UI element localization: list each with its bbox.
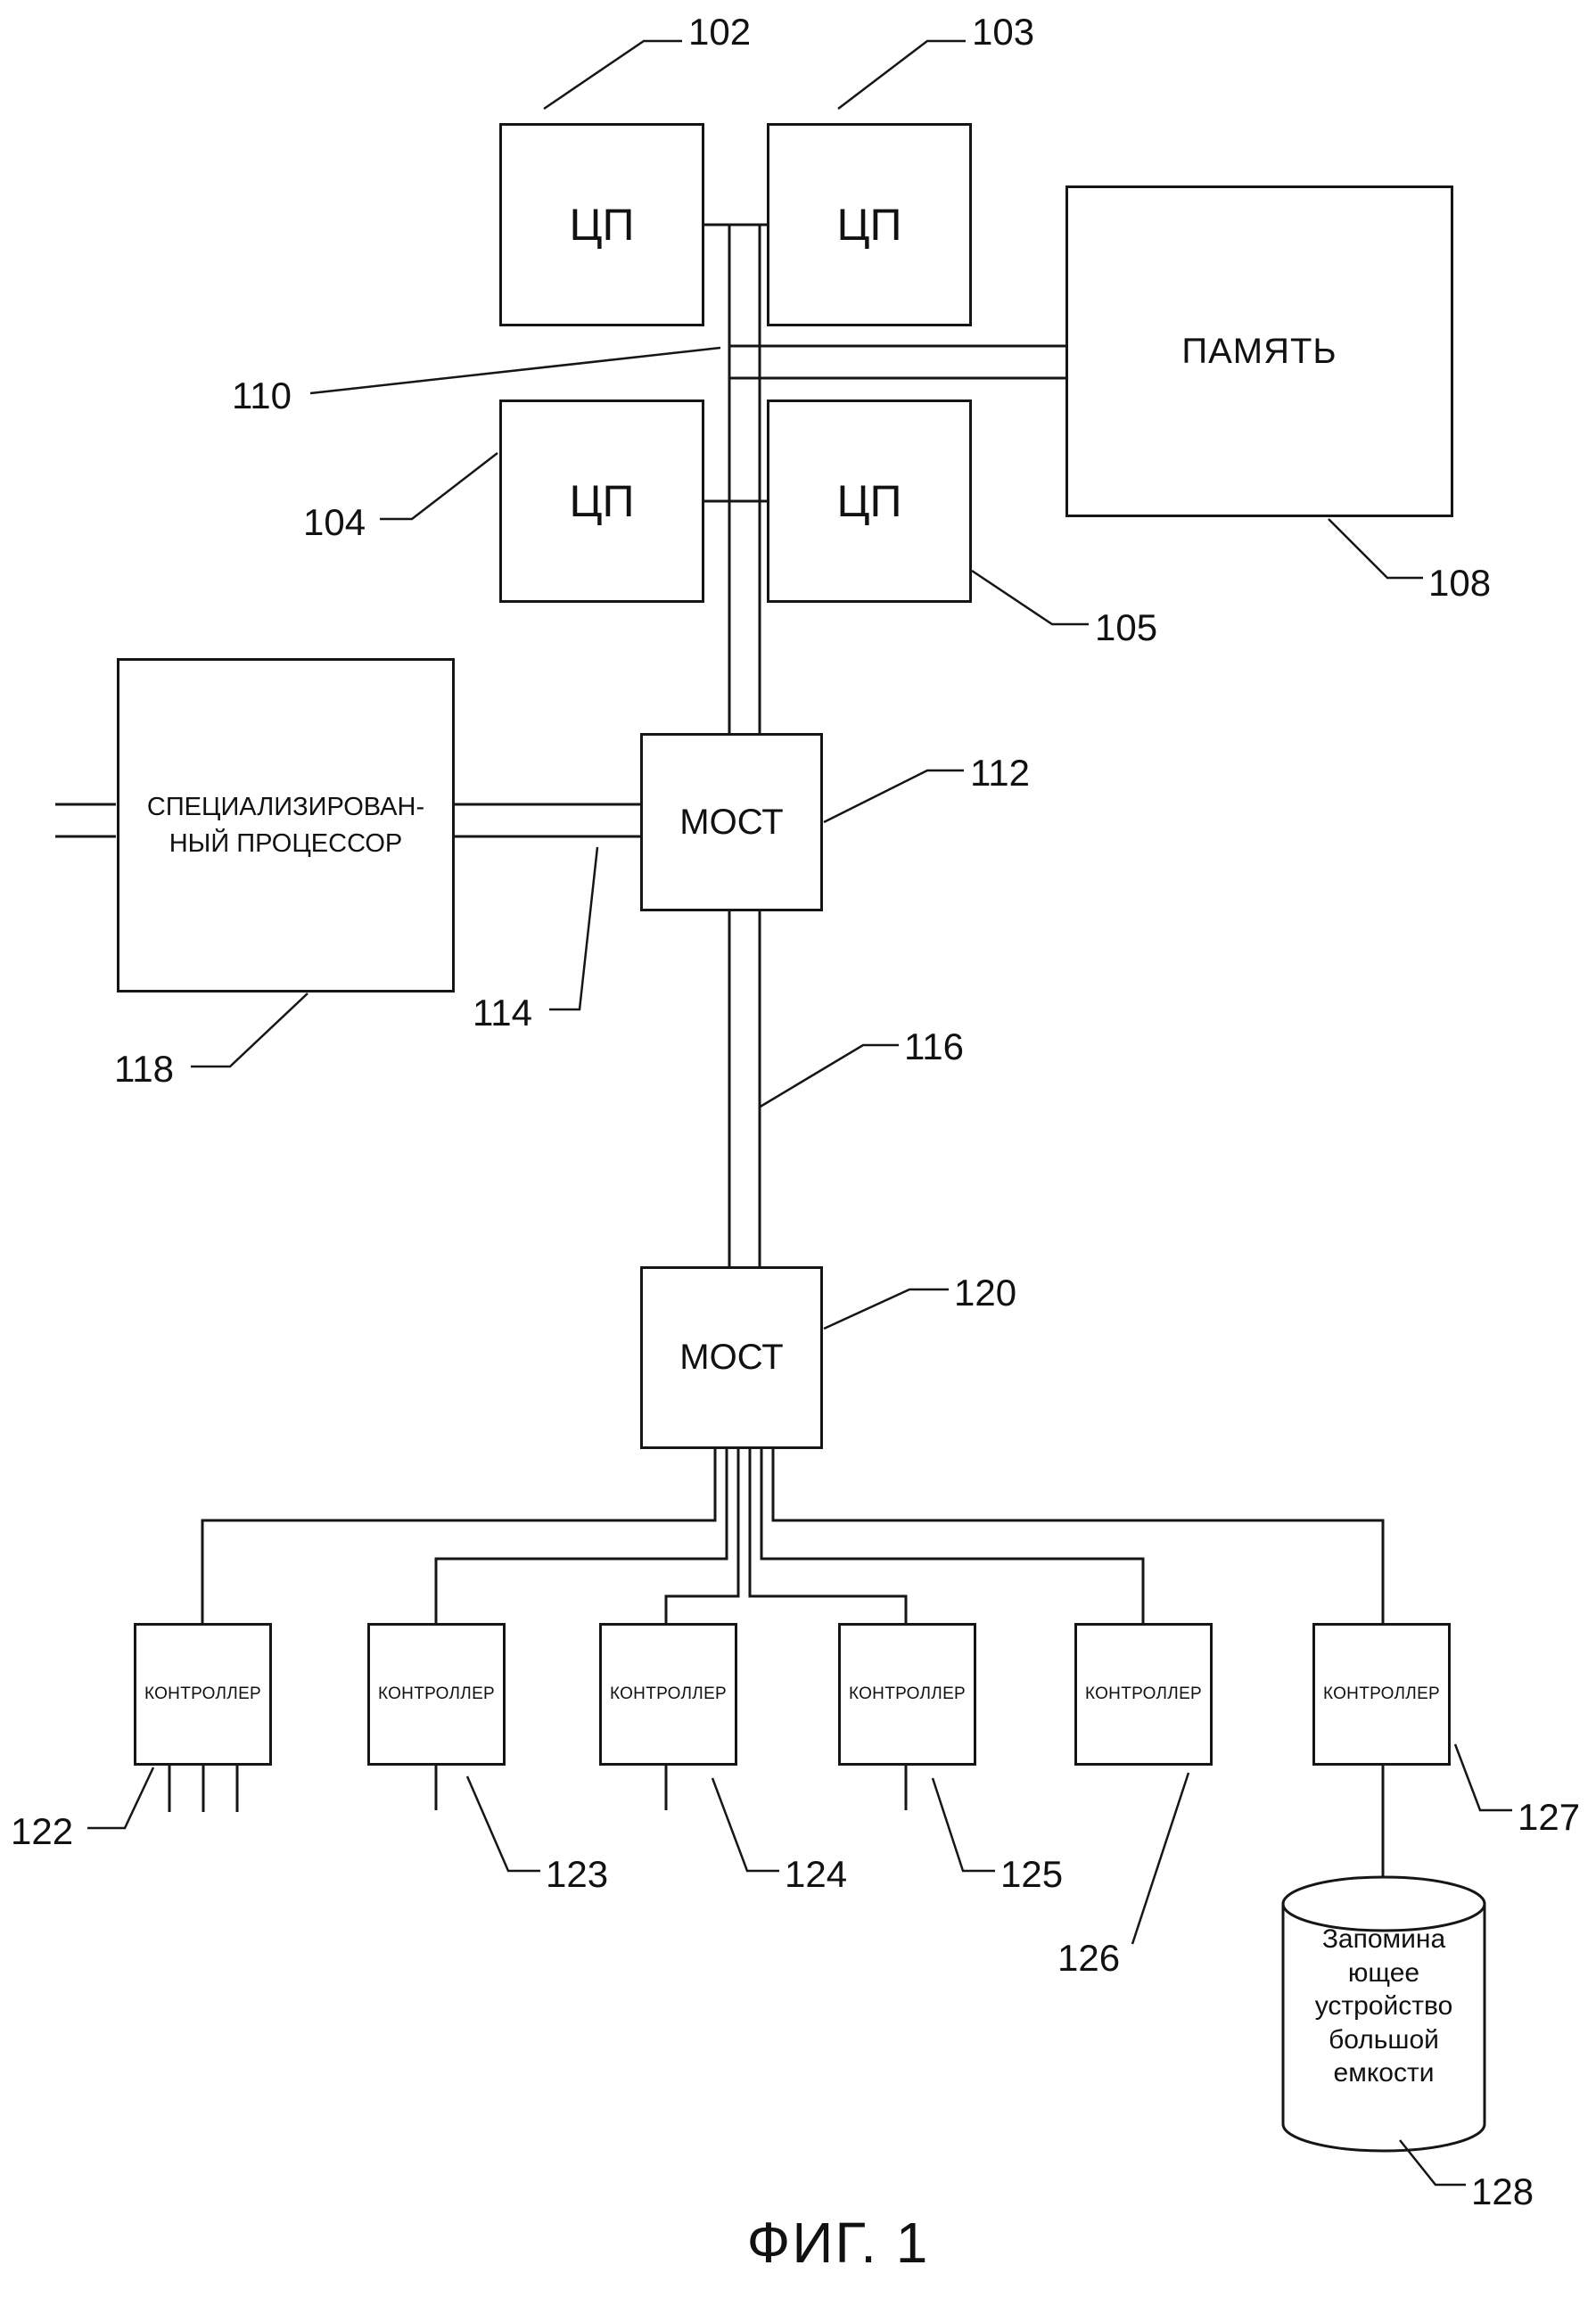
ref-128: 128: [1471, 2170, 1534, 2212]
bridge-to-controller-126-line: [760, 1449, 1145, 1623]
leader-line-126: [1131, 1772, 1190, 1945]
leader-line-110: [309, 346, 721, 395]
ref-123: 123: [546, 1853, 609, 1895]
memory-box-label: ПАМЯТЬ: [1181, 331, 1337, 371]
controller-box-122: КОНТРОЛЛЕР: [134, 1623, 272, 1766]
ref-116: 116: [904, 1025, 964, 1067]
specialized-processor-box: СПЕЦИАЛИЗИРОВАН- НЫЙ ПРОЦЕССОР: [117, 658, 455, 993]
ref-105: 105: [1095, 606, 1158, 648]
ref-126: 126: [1057, 1937, 1121, 1979]
figure-caption: ФИГ. 1: [746, 2211, 930, 2275]
controller-box-123: КОНТРОЛЛЕР: [367, 1623, 506, 1766]
controller-box-125: КОНТРОЛЛЕР: [838, 1623, 976, 1766]
controller-box-124-label: КОНТРОЛЛЕР: [609, 1684, 728, 1703]
leader-line-103: [837, 39, 966, 110]
cpu-box-104-label: ЦП: [569, 476, 635, 526]
leader-line-114: [549, 846, 599, 1011]
cpu-box-102: ЦП: [499, 123, 704, 326]
leader-line-124: [711, 1777, 779, 1873]
mass-storage-cylinder-body: [1281, 1904, 1486, 2153]
ref-102: 102: [688, 11, 752, 53]
ref-103: 103: [972, 11, 1035, 53]
bridge-to-controller-127-line: [771, 1449, 1385, 1623]
ref-125: 125: [1000, 1853, 1064, 1895]
ref-114: 114: [473, 992, 532, 1034]
cpu-box-103: ЦП: [767, 123, 972, 326]
ref-127: 127: [1518, 1796, 1581, 1838]
controller-box-124: КОНТРОЛЛЕР: [599, 1623, 737, 1766]
cpu-box-102-label: ЦП: [569, 200, 635, 250]
cpu-box-105: ЦП: [767, 399, 972, 603]
leader-line-102: [543, 39, 682, 111]
leader-line-123: [465, 1775, 540, 1873]
bridge-box-120-label: МОСТ: [679, 1338, 784, 1377]
leader-line-108: [1328, 518, 1423, 580]
leader-line-105: [971, 569, 1089, 626]
ref-118: 118: [114, 1048, 174, 1090]
bridge-box-112-label: МОСТ: [679, 802, 784, 842]
bridge-to-controller-124-line: [664, 1449, 740, 1623]
controller-box-123-label: КОНТРОЛЛЕР: [377, 1684, 496, 1703]
ref-112: 112: [970, 752, 1030, 794]
leader-line-122: [87, 1767, 155, 1830]
leader-line-125: [931, 1777, 995, 1873]
ref-104: 104: [303, 501, 366, 543]
controller-box-126-label: КОНТРОЛЛЕР: [1084, 1684, 1203, 1703]
specialized-processor-label: СПЕЦИАЛИЗИРОВАН- НЫЙ ПРОЦЕССОР: [146, 792, 425, 858]
cpu-box-104: ЦП: [499, 399, 704, 603]
leader-line-104: [380, 452, 498, 521]
mass-storage-label: Запомина ющее устройство большой емкости: [1314, 1924, 1453, 2088]
cpu-box-105-label: ЦП: [836, 476, 902, 526]
leader-line-112: [823, 769, 964, 824]
controller-box-125-label: КОНТРОЛЛЕР: [848, 1684, 967, 1703]
ref-110: 110: [232, 375, 292, 416]
ref-122: 122: [11, 1810, 74, 1852]
ref-108: 108: [1428, 562, 1492, 604]
bridge-to-controller-123-line: [434, 1449, 728, 1623]
leader-line-120: [823, 1288, 949, 1330]
controller-box-127-label: КОНТРОЛЛЕР: [1322, 1684, 1441, 1703]
bridge-box-120: МОСТ: [640, 1266, 823, 1449]
leader-line-127: [1453, 1743, 1512, 1812]
leader-line-116: [758, 1043, 899, 1109]
controller-box-126: КОНТРОЛЛЕР: [1074, 1623, 1213, 1766]
bridge-to-controller-122-line: [201, 1449, 717, 1623]
leader-line-128: [1399, 2139, 1466, 2187]
memory-box: ПАМЯТЬ: [1065, 185, 1453, 517]
controller-box-127: КОНТРОЛЛЕР: [1312, 1623, 1451, 1766]
controller-box-122-label: КОНТРОЛЛЕР: [144, 1684, 262, 1703]
cpu-box-103-label: ЦП: [836, 200, 902, 250]
bridge-to-controller-125-line: [748, 1449, 908, 1623]
leader-line-118: [191, 993, 309, 1068]
bridge-box-112: МОСТ: [640, 733, 823, 911]
ref-124: 124: [785, 1853, 848, 1895]
ref-120: 120: [954, 1272, 1017, 1314]
